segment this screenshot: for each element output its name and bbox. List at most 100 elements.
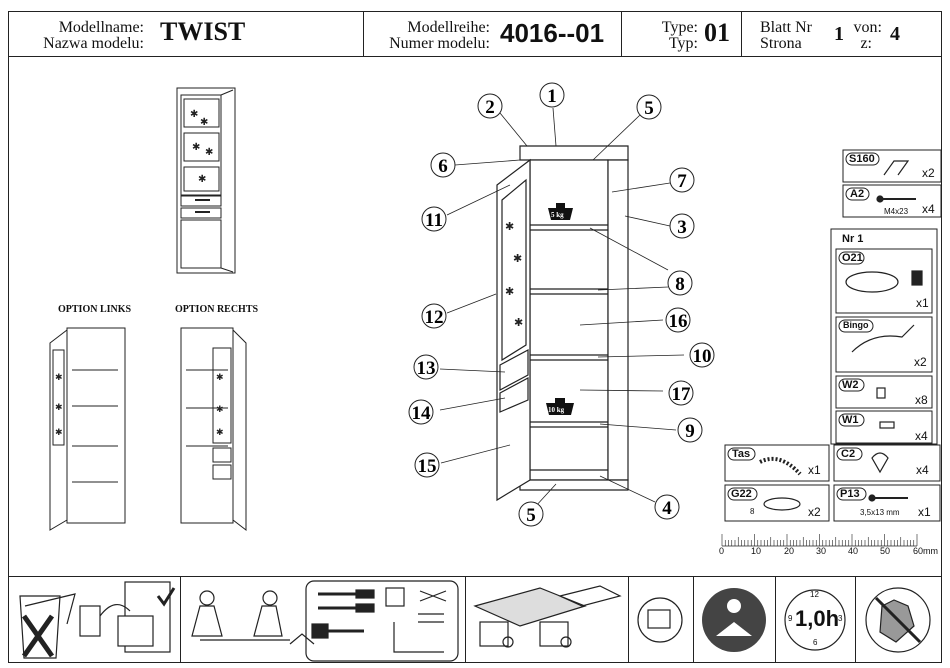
footer-divider [693,576,694,663]
weight-5kg-label: 5 kg [551,211,564,219]
read-manual-icon [702,588,766,652]
callout-6: 6 [438,156,448,177]
svg-text:✱: ✱ [216,372,224,382]
model-name-label-pl: Nazwa modelu: [43,35,144,52]
callout-5-top: 5 [644,98,654,119]
svg-text:✱: ✱ [505,286,514,298]
cable-icon [851,324,915,353]
ruler-label: 50 [880,546,891,556]
svg-text:✱: ✱ [513,253,522,265]
callout-4: 4 [662,498,672,519]
type-number: 01 [704,18,730,47]
lamp-icon [845,271,899,293]
ruler-label: 20 [784,546,795,556]
storage-cabinet-icon [79,581,176,653]
ruler-label: 0 [719,546,725,556]
ruler [721,534,918,547]
svg-text:✱: ✱ [216,427,224,437]
callout-numbers: 1 2 3 4 5 5 6 7 8 9 10 11 12 13 14 15 16… [412,86,712,526]
footer-divider [628,576,629,663]
edge-strip-icon [759,457,802,476]
leader-lines [439,107,685,508]
callout-circles [408,82,715,527]
svg-text:✱: ✱ [216,404,224,414]
type-label-pl: Typ: [668,35,698,52]
ruler-label: 30 [816,546,827,556]
svg-text:✱: ✱ [55,372,63,382]
callout-1: 1 [547,86,557,107]
callout-14: 14 [412,403,432,424]
dowel-icon [876,387,886,399]
footer-divider [8,576,942,577]
type-label-de: Type: [661,19,698,36]
clock-6: 6 [813,638,818,647]
divider [621,11,622,57]
sheet-number: 1 [834,23,844,45]
no-manual-force-icon [865,587,931,653]
clock-3: 3 [838,614,843,623]
svg-text:✱: ✱ [198,174,206,185]
callout-2: 2 [485,97,495,118]
two-person-assembly-icon [191,590,315,645]
tools-icon [305,580,459,662]
svg-text:✱: ✱ [55,427,63,437]
callout-5-bottom: 5 [526,505,536,526]
option-left-drawing: ✱ ✱ ✱ [49,327,126,531]
option-right-label: OPTION RECHTS [175,304,259,315]
series-label-pl: Numer modelu: [389,35,490,52]
weight-5kg-icon [548,203,573,220]
option-left-label: OPTION LINKS [58,304,132,315]
callout-8: 8 [675,274,685,295]
svg-text:✱: ✱ [200,117,208,128]
svg-text:✱: ✱ [55,402,63,412]
callout-17: 17 [672,384,692,405]
callout-12: 12 [425,307,444,328]
of-label-pl: z: [860,35,872,52]
clock-icon [784,589,846,651]
measure-icon [637,597,683,643]
callout-3: 3 [677,217,687,238]
svg-text:✱: ✱ [205,147,213,158]
support-icon [871,452,889,474]
plug-icon [911,270,923,286]
of-label-de: von: [853,19,882,36]
divider [363,11,364,57]
series-number: 4016--01 [500,18,605,48]
model-name: TWIST [160,17,246,46]
handle-icon [883,160,910,176]
ruler-label: 40 [848,546,859,556]
callout-7: 7 [677,171,687,192]
footer-divider [855,576,856,663]
model-name-label-de: Modellname: [58,19,144,36]
no-trash-icon [19,593,76,659]
svg-text:✱: ✱ [514,317,523,329]
weight-10kg-label: 10 kg [548,406,565,414]
sheet-total: 4 [890,23,900,45]
footer-divider [775,576,776,663]
callout-11: 11 [425,210,443,231]
sheet-label-de: Blatt Nr [760,19,812,36]
sheet-label-pl: Strona [760,35,802,52]
title-block [8,11,942,57]
assembly-time: 1,0h [795,606,840,631]
footer-icons [19,580,931,662]
svg-text:✱: ✱ [192,142,200,153]
svg-text:✱: ✱ [505,221,514,233]
sheet-frame [8,11,942,663]
callout-16: 16 [669,311,688,332]
option-right-drawing: ✱ ✱ ✱ [180,327,247,532]
series-label-de: Modellreihe: [407,19,490,36]
connector-icon [879,421,895,429]
washer-icon [763,497,801,511]
ruler-label: 60mm [913,546,939,556]
clock-12: 12 [810,590,819,599]
svg-text:✱: ✱ [190,109,198,120]
divider [741,11,742,57]
footer-divider [465,576,466,663]
hardware-boxes [724,149,942,522]
callout-10: 10 [693,346,712,367]
protect-floor-icon [473,585,622,648]
footer-divider [180,576,181,663]
clock-9: 9 [788,614,793,623]
